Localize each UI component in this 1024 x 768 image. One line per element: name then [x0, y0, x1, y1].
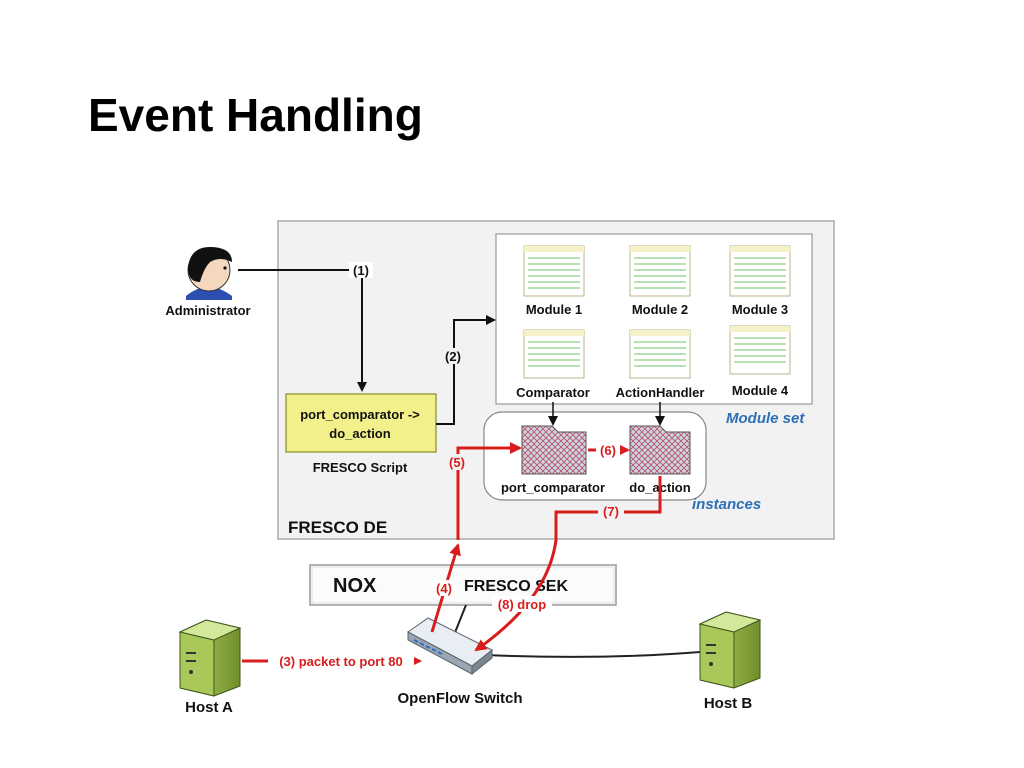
step-1-label: (1): [353, 263, 369, 278]
instance-icon-do-action: [629, 425, 691, 475]
module-label-2: Module 2: [632, 302, 688, 317]
fresco-sek-label: FRESCO SEK: [464, 578, 568, 595]
module-label-1: Module 1: [526, 302, 582, 317]
step-5-arrow: [456, 442, 522, 540]
step-4-label-bg: [432, 580, 456, 596]
fresco-script-line1: port_comparator ->: [300, 407, 420, 422]
instance-label-port-comparator: port_comparator: [501, 480, 605, 495]
host-a-label: Host A: [185, 699, 233, 716]
fresco-script-line2: do_action: [329, 426, 390, 441]
step-2-label-bg: [440, 348, 466, 364]
step-8-label-bg: [492, 596, 552, 612]
module-icon-2: [629, 245, 691, 297]
step-1-label-bg: [349, 262, 373, 278]
step-3-label: (3) packet to port 80: [279, 654, 403, 669]
openflow-switch-icon: [407, 617, 493, 676]
fresco-script-box: [285, 393, 437, 453]
module-icon-comparator: [523, 329, 585, 379]
module-icon-4: [729, 325, 791, 375]
step-2-arrow: [436, 315, 496, 425]
step-5-label-bg: [444, 454, 470, 470]
switch-label: OpenFlow Switch: [397, 690, 522, 707]
host-a-server-icon: [178, 619, 242, 697]
administrator-icon: [186, 246, 232, 300]
step-6-label: (6): [600, 443, 616, 458]
host-b-label: Host B: [704, 695, 753, 712]
step-5-label: (5): [449, 455, 465, 470]
module-label-comparator: Comparator: [516, 385, 590, 400]
fresco-script-caption: FRESCO Script: [313, 460, 408, 475]
module-label-4: Module 4: [732, 383, 789, 398]
step-3-label-bg: [268, 653, 414, 670]
host-b-server-icon: [698, 611, 762, 689]
module-label-3: Module 3: [732, 302, 788, 317]
slide-title: Event Handling: [88, 89, 423, 141]
step-8-label: (8) drop: [498, 597, 546, 612]
step-7-label: (7): [603, 504, 619, 519]
module-label-actionhandler: ActionHandler: [616, 385, 705, 400]
step-4-label: (4): [436, 581, 452, 596]
step-6-label-bg: [596, 442, 620, 458]
module-set-label: Module set: [726, 410, 805, 427]
nox-inner: [311, 566, 615, 604]
step-7-arrow: [474, 476, 662, 652]
step-2-label: (2): [445, 349, 461, 364]
module-icon-3: [729, 245, 791, 297]
step-7-label-bg: [598, 503, 624, 519]
nox-label: NOX: [333, 575, 377, 597]
module-icon-1: [523, 245, 585, 297]
module-icon-actionhandler: [629, 329, 691, 379]
instance-icon-port-comparator: [521, 425, 587, 475]
cable-switch-to-host-b: [485, 651, 701, 658]
administrator-label: Administrator: [165, 303, 250, 318]
instances-label: instances: [692, 496, 761, 513]
fresco-de-label: FRESCO DE: [288, 518, 387, 537]
